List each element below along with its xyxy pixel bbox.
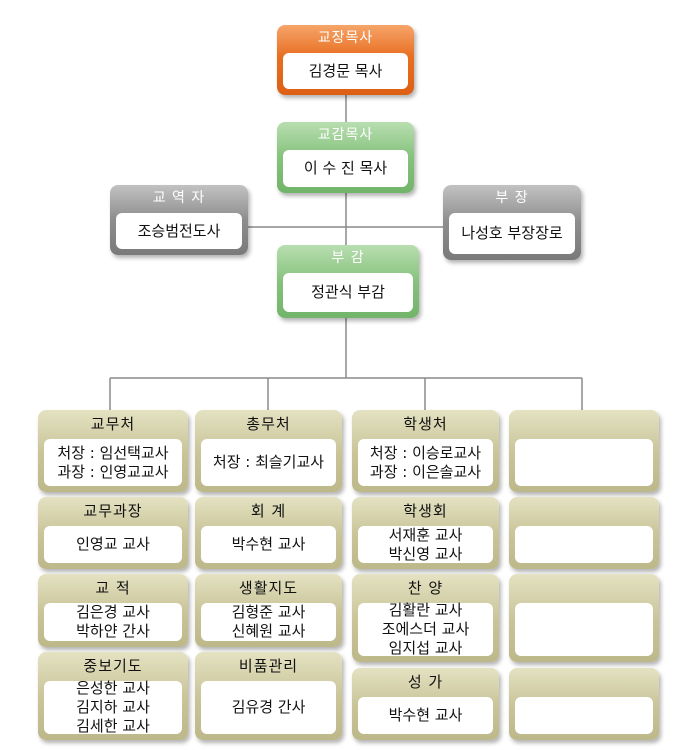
- box-header: 생활지도: [238, 579, 299, 597]
- box-line: 처장 : 최슬기교사: [212, 453, 325, 471]
- box-body: [515, 697, 653, 734]
- box-body: 이 수 진 목사: [283, 150, 408, 187]
- box-header: 회 계: [250, 502, 287, 520]
- box-body: [515, 603, 653, 656]
- box-line: 김유경 간사: [231, 698, 306, 716]
- box-line: 김은경 교사: [76, 603, 150, 621]
- box-body: 나성호 부장장로: [449, 213, 575, 254]
- box-line: 조에스더 교사: [381, 620, 470, 638]
- box-line: 서재훈 교사: [388, 525, 463, 544]
- student-council-box: 학생회 서재훈 교사 박신영 교사: [352, 497, 499, 569]
- box-header: 교장목사: [317, 30, 374, 46]
- box-body: 서재훈 교사 박신영 교사: [358, 526, 493, 563]
- empty-box-2: [509, 497, 659, 569]
- student-affairs-box: 학생처 처장 : 이승로교사 과장 : 이은솔교사: [352, 410, 499, 492]
- box-header: 부 감: [331, 250, 365, 266]
- box-header: 성 가: [407, 673, 444, 691]
- box-body: 정관식 부감: [283, 273, 413, 312]
- box-header: [509, 668, 659, 696]
- box-body: 김은경 교사 박하얀 간사: [44, 603, 182, 641]
- box-line: 은성한 교사: [76, 679, 150, 697]
- box-header: 교무처: [90, 415, 136, 433]
- box-header: 학생회: [403, 502, 448, 520]
- box-line: 조승범전도사: [137, 221, 221, 240]
- box-header: 교 역 자: [152, 190, 206, 206]
- box-line: 박신영 교사: [388, 544, 463, 563]
- box-line: 김지하 교사: [76, 698, 150, 716]
- box-line: 박수현 교사: [231, 535, 306, 553]
- box-line: 인영교 교사: [76, 535, 150, 553]
- box-body: 박수현 교사: [201, 526, 336, 563]
- box-body: 처장 : 이승로교사 과장 : 이은솔교사: [358, 439, 493, 486]
- box-header: 찬 양: [407, 579, 444, 597]
- box-body: 박수현 교사: [358, 697, 493, 734]
- box-line: 나성호 부장장로: [461, 224, 563, 242]
- box-header: [509, 574, 659, 602]
- ministry-staff-box: 교 역 자 조승범전도사: [110, 185, 248, 255]
- academic-manager-box: 교무과장 인영교 교사: [38, 497, 188, 569]
- box-header: 총무처: [246, 415, 291, 433]
- department-head-box: 부 장 나성호 부장장로: [443, 185, 581, 260]
- supplies-box: 비품관리 김유경 간사: [195, 652, 342, 740]
- box-body: 김경문 목사: [283, 53, 408, 89]
- box-line: 정관식 부감: [311, 283, 385, 301]
- empty-box-4: [509, 668, 659, 740]
- box-line: 김활란 교사: [388, 601, 463, 619]
- box-line: 신혜원 교사: [231, 622, 306, 640]
- box-body: 조승범전도사: [116, 213, 242, 249]
- box-body: 김형준 교사 신혜원 교사: [201, 603, 336, 641]
- registry-box: 교 적 김은경 교사 박하얀 간사: [38, 574, 188, 647]
- accounting-box: 회 계 박수현 교사: [195, 497, 342, 569]
- box-line: 박수현 교사: [388, 706, 463, 724]
- box-body: 김유경 간사: [201, 681, 336, 734]
- box-body: [515, 439, 653, 486]
- vice-director-box: 부 감 정관식 부감: [277, 245, 419, 318]
- box-line: 이 수 진 목사: [303, 159, 388, 177]
- box-line: 처장 : 이승로교사: [369, 443, 482, 462]
- box-body: 처장 : 임선택교사 과장 : 인영교교사: [44, 439, 182, 486]
- box-header: 부 장: [495, 190, 529, 206]
- praise-box: 찬 양 김활란 교사 조에스더 교사 임지섭 교사: [352, 574, 499, 662]
- box-header: 교감목사: [317, 127, 374, 143]
- box-line: 김형준 교사: [231, 603, 306, 621]
- vice-principal-pastor-box: 교감목사 이 수 진 목사: [277, 122, 414, 193]
- principal-pastor-box: 교장목사 김경문 목사: [277, 25, 414, 95]
- box-header: 학생처: [403, 415, 448, 433]
- box-line: 임지섭 교사: [388, 639, 463, 657]
- choir-box: 성 가 박수현 교사: [352, 668, 499, 740]
- box-body: 처장 : 최슬기교사: [201, 439, 336, 486]
- box-header: 비품관리: [238, 657, 299, 675]
- box-header: 중보기도: [83, 657, 143, 675]
- box-body: 김활란 교사 조에스더 교사 임지섭 교사: [358, 601, 493, 657]
- box-line: 처장 : 임선택교사: [57, 443, 169, 462]
- general-affairs-box: 총무처 처장 : 최슬기교사: [195, 410, 342, 492]
- box-line: 과장 : 인영교교사: [57, 462, 169, 481]
- box-header: 교무과장: [83, 502, 143, 520]
- box-line: 김경문 목사: [308, 61, 383, 80]
- box-body: 인영교 교사: [44, 526, 182, 563]
- empty-box-1: [509, 410, 659, 492]
- box-line: 박하얀 간사: [76, 622, 150, 640]
- box-header: 교 적: [95, 579, 131, 597]
- box-line: 김세한 교사: [76, 717, 150, 735]
- box-body: 은성한 교사 김지하 교사 김세한 교사: [44, 679, 182, 735]
- box-body: [515, 526, 653, 563]
- life-guidance-box: 생활지도 김형준 교사 신혜원 교사: [195, 574, 342, 647]
- empty-box-3: [509, 574, 659, 662]
- box-line: 과장 : 이은솔교사: [369, 462, 482, 481]
- intercession-box: 중보기도 은성한 교사 김지하 교사 김세한 교사: [38, 652, 188, 740]
- academic-affairs-box: 교무처 처장 : 임선택교사 과장 : 인영교교사: [38, 410, 188, 492]
- box-header: [509, 410, 659, 438]
- box-header: [509, 497, 659, 525]
